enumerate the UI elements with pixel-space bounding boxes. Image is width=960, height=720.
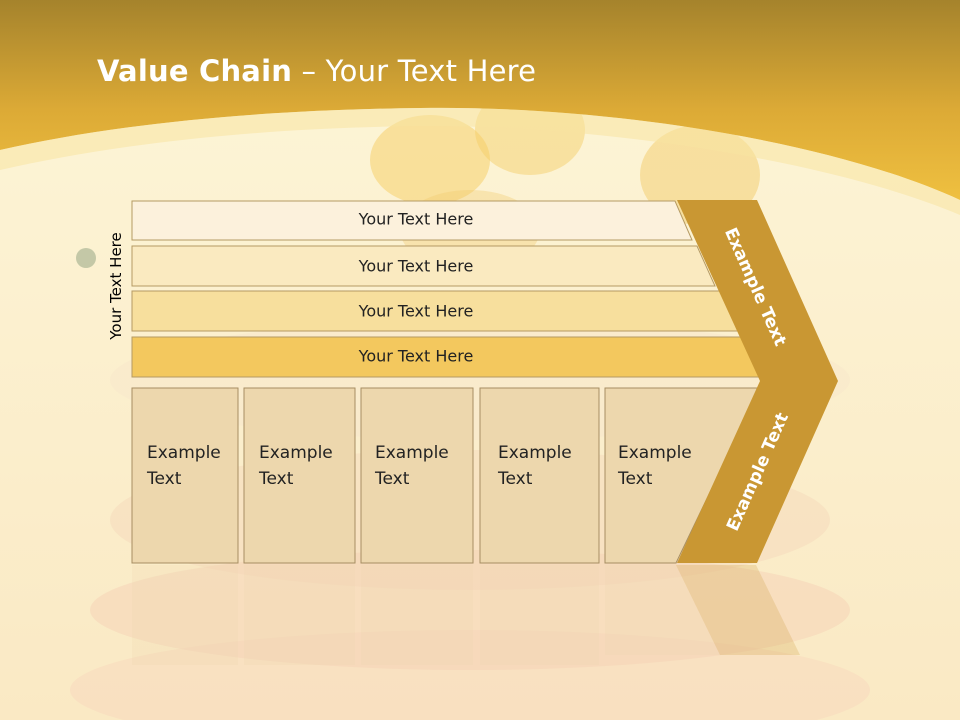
box-4-text: Example Text: [498, 440, 572, 492]
title-rest: – Your Text Here: [292, 54, 537, 88]
bar-1: [131, 200, 693, 241]
bar-1-label: Your Text Here: [358, 209, 474, 229]
box-5-line2: Text: [618, 469, 653, 489]
box-4-line1: Example: [498, 443, 572, 463]
box-3-text: Example Text: [375, 440, 449, 492]
bar-4-label: Your Text Here: [358, 346, 474, 366]
title-bold: Value Chain: [97, 54, 293, 88]
box-1-text: Example Text: [147, 440, 221, 492]
box-4-line2: Text: [498, 469, 533, 489]
bar-2: [131, 245, 716, 287]
box-4: [479, 387, 600, 564]
box-1: [131, 387, 239, 564]
box-2-line2: Text: [259, 469, 294, 489]
box-3: [360, 387, 474, 564]
box-2-line1: Example: [259, 443, 333, 463]
box-3-line1: Example: [375, 443, 449, 463]
chevron-arrow: [677, 200, 838, 563]
page-title: Value Chain – Your Text Here: [97, 54, 536, 88]
box-3-line2: Text: [375, 469, 410, 489]
bar-2-label: Your Text Here: [358, 256, 474, 276]
box-5-line1: Example: [618, 443, 692, 463]
bar-3-label: Your Text Here: [358, 301, 474, 321]
box-5: [604, 387, 761, 564]
box-1-line1: Example: [147, 443, 221, 463]
box-2-text: Example Text: [259, 440, 333, 492]
box-5-text: Example Text: [618, 440, 692, 492]
box-2: [243, 387, 356, 564]
box-1-line2: Text: [147, 469, 182, 489]
